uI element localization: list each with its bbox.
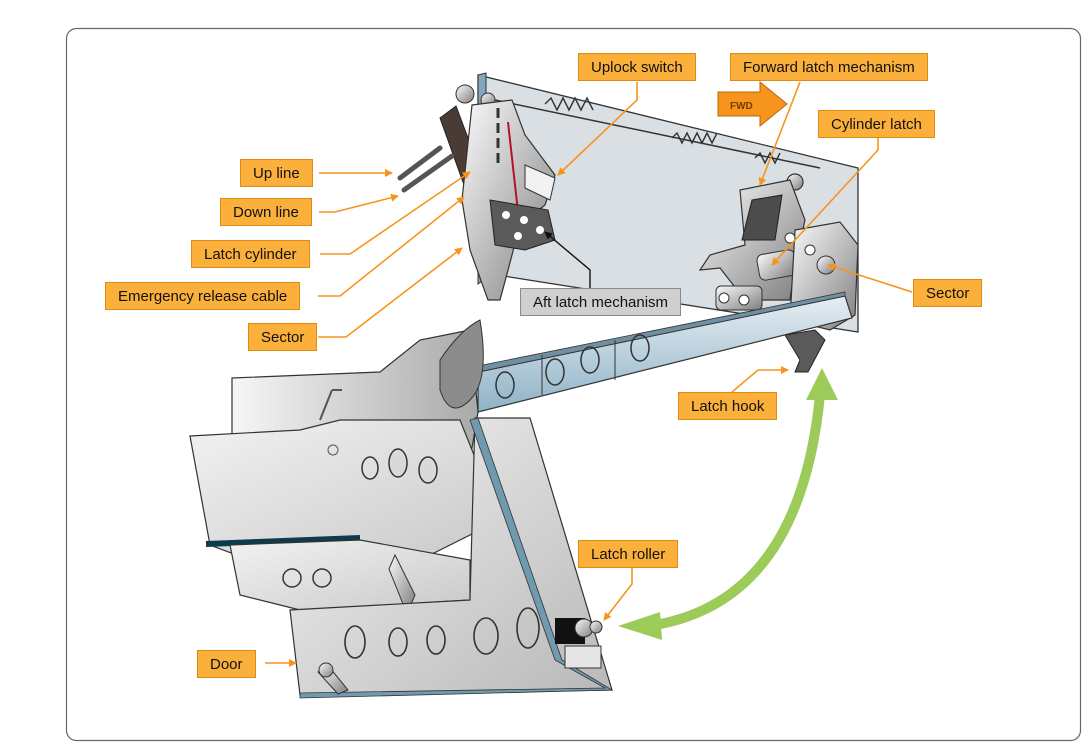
leader-latch-cylinder	[320, 171, 471, 255]
leader-sector-right	[827, 263, 913, 293]
nacelle-structure	[189, 319, 501, 611]
label-uplock-switch: Uplock switch	[578, 53, 696, 81]
lower-beam	[477, 291, 853, 413]
hydraulic-lines	[397, 145, 455, 193]
leader-latch-hook	[731, 366, 789, 393]
leader-cylinder-latch	[771, 138, 879, 266]
label-up-line: Up line	[240, 159, 313, 187]
leader-lines	[265, 81, 913, 667]
leader-down-line	[319, 193, 399, 213]
label-emergency-release-cable: Emergency release cable	[105, 282, 301, 310]
leader-emergency-release-cable	[318, 196, 465, 297]
leader-sector-left	[318, 247, 463, 338]
leader-latch-roller	[603, 568, 633, 621]
label-latch-roller: Latch roller	[578, 540, 679, 568]
leader-aft-latch	[544, 231, 591, 288]
label-down-line: Down line	[220, 198, 312, 226]
fwd-label: FWD	[730, 101, 753, 112]
label-cylinder-latch: Cylinder latch	[818, 110, 935, 138]
label-sector-left: Sector	[248, 323, 318, 351]
label-latch-cylinder: Latch cylinder	[191, 240, 310, 268]
aft-latch-assembly	[439, 84, 556, 301]
label-forward-latch-mechanism: Forward latch mechanism	[730, 53, 928, 81]
label-latch-hook: Latch hook	[678, 392, 778, 420]
door-panel	[289, 417, 614, 699]
label-aft-latch-mechanism: Aft latch mechanism	[520, 288, 682, 316]
leader-forward-latch	[758, 81, 801, 186]
leader-uplock-switch	[557, 82, 638, 176]
label-sector-right: Sector	[913, 279, 983, 307]
label-door: Door	[197, 650, 256, 678]
fwd-arrow: FWD	[717, 80, 788, 128]
door-swing-arrow	[618, 368, 838, 640]
